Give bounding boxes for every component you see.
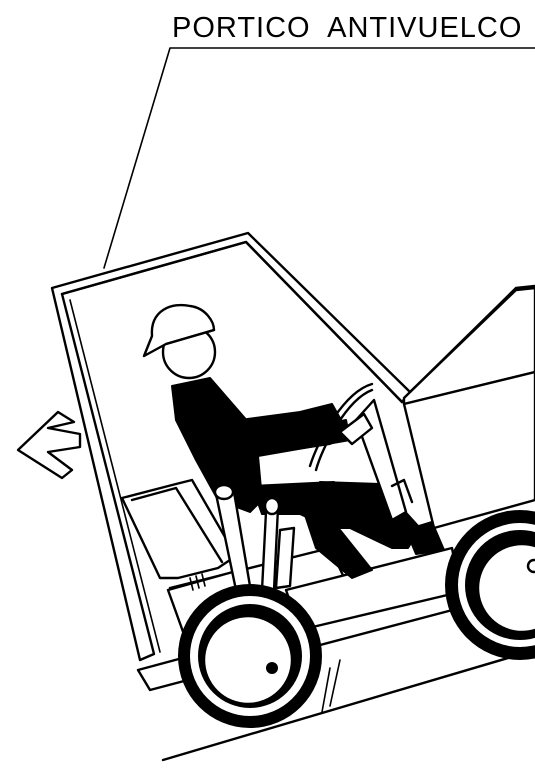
front-wheel [445,510,535,660]
callout-leader-line [104,48,535,268]
wheel-motion-lines [322,660,340,712]
tractor-hood [404,286,535,528]
arrow-left-outline-icon [18,412,80,478]
